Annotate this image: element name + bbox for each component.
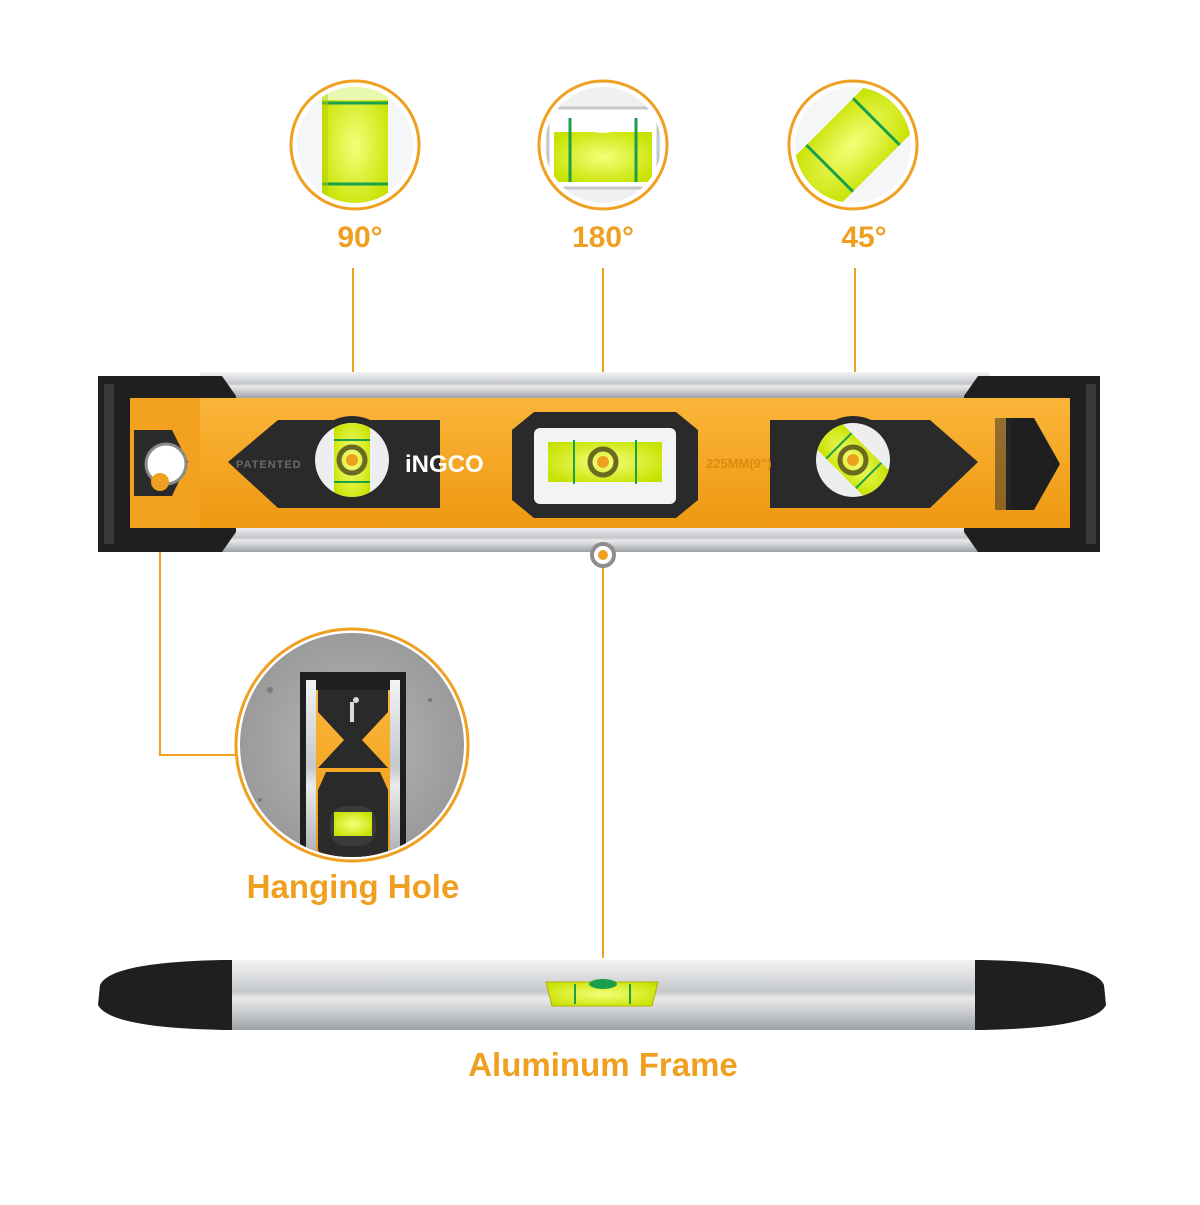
patent-mark: PATENTED: [236, 459, 302, 471]
label-180-degree: 180°: [571, 221, 635, 254]
zoom-circle-45: [787, 79, 919, 211]
label-45-degree: 45°: [841, 221, 887, 254]
hanging-hole-zoom: [234, 627, 470, 863]
torpedo-level-top: [98, 960, 1106, 1030]
size-mark: 225MM(9"): [706, 456, 771, 471]
brand-logo: iNGCO: [405, 451, 484, 478]
label-aluminum-frame: Aluminum Frame: [468, 1046, 738, 1083]
label-hanging-hole: Hanging Hole: [246, 868, 460, 905]
label-90-degree: 90°: [337, 221, 383, 254]
zoom-circle-90: [289, 79, 421, 211]
zoom-circle-180: [537, 79, 669, 211]
connector-lines: [159, 268, 856, 958]
torpedo-level-front: PATENTED iNGCO 225MM(9"): [98, 372, 1100, 568]
